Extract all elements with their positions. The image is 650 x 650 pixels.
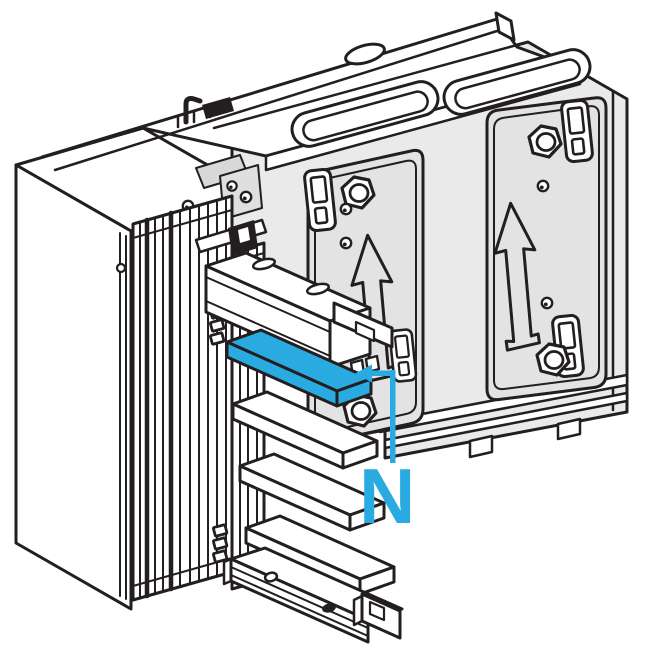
- phase-busbar-2: [238, 452, 386, 532]
- rail-end-cap: [494, 11, 516, 42]
- module-foot-2: [556, 417, 582, 441]
- rail-hook: [183, 96, 203, 125]
- fixing-clip-top-left: [302, 167, 338, 233]
- channel-hole: [322, 603, 336, 613]
- annotation-group: N: [355, 364, 415, 540]
- pilot-hole-2: [339, 236, 353, 250]
- neutral-bar-end: [335, 377, 373, 408]
- front-elbow-assembly: [115, 194, 404, 644]
- label-N: N: [359, 452, 415, 540]
- busbar-support-block: [204, 251, 394, 369]
- bracket-hole-1: [226, 180, 238, 192]
- box-front-face: [14, 163, 133, 611]
- channel-end-notch: [368, 600, 386, 622]
- bottom-ledge-2: [383, 391, 629, 450]
- channel-stud: [263, 571, 279, 583]
- rail-inner-line: [53, 29, 499, 172]
- module-body: [40, 11, 629, 460]
- leader-line-vertical: [390, 370, 396, 463]
- rail-dark-block: [202, 97, 234, 119]
- module-foot-1: [468, 434, 494, 459]
- handle-cutout-2: [442, 48, 592, 116]
- leader-line-horizontal: [371, 370, 392, 376]
- dark-clamp-notch: [238, 227, 250, 243]
- pilot-hole-1: [339, 202, 353, 216]
- screw-oval-1: [252, 257, 276, 271]
- handle-cutout-1: [290, 80, 440, 148]
- end-clamp-window: [354, 320, 376, 343]
- bottom-channel-rail: [222, 546, 404, 644]
- seam-stud: [115, 262, 127, 274]
- vent-slots-lower: [211, 523, 229, 564]
- cover-edge-line: [212, 40, 530, 130]
- phase-busbar-1: [231, 390, 379, 470]
- leader-arrowhead-icon: [355, 364, 372, 383]
- pilot-hole-3: [536, 179, 550, 193]
- pilot-hole-4: [540, 296, 554, 310]
- fixing-clip-top-right: [559, 98, 595, 164]
- screw-oval-2: [306, 282, 330, 296]
- cover-cap-oval: [344, 42, 386, 66]
- bracket-hole-2: [239, 190, 253, 204]
